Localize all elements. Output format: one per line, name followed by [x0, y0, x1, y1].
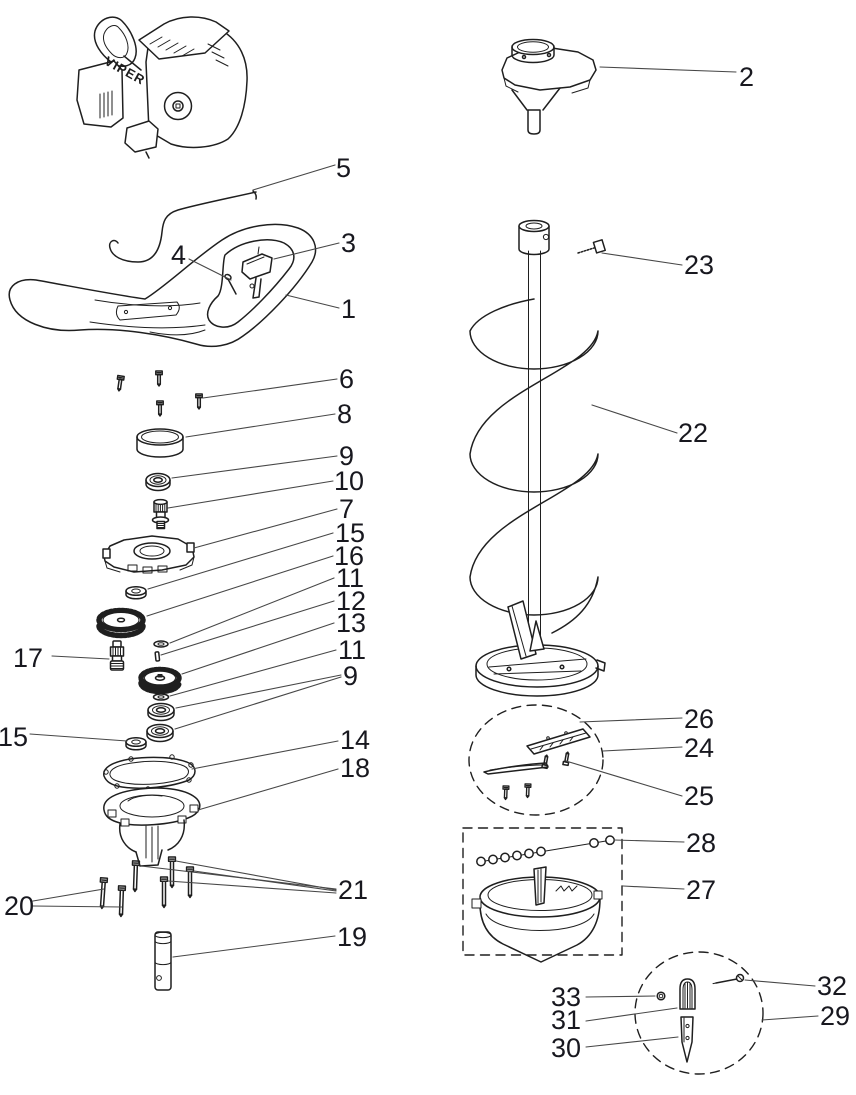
point-nut-drawing: [656, 991, 666, 1001]
callout-26: 26: [684, 704, 714, 734]
drive-gear-drawing: [138, 666, 182, 695]
flat-washer-a-drawing: [153, 640, 169, 648]
callout-8: 8: [337, 399, 352, 429]
throttle-switch-drawing: [241, 246, 273, 299]
callout-3: 3: [341, 228, 356, 258]
gear-head-drawing: [501, 38, 597, 135]
point-kit-drawing: [634, 951, 764, 1075]
callout-15a: 15: [335, 518, 365, 548]
callout-6: 6: [339, 364, 354, 394]
callout-31: 31: [551, 1005, 581, 1035]
callout-13: 13: [336, 608, 366, 638]
callout-21: 21: [338, 875, 368, 905]
callout-1: 1: [341, 294, 356, 324]
callout-14: 14: [340, 725, 370, 755]
roll-pin-drawing: [154, 651, 161, 662]
callout-20: 20: [4, 891, 34, 921]
callout-12: 12: [336, 586, 366, 616]
callout-19: 19: [337, 922, 367, 952]
auger-bolt-drawing: [577, 239, 606, 254]
housing-bolts-drawing: [97, 877, 127, 918]
callout-17: 17: [13, 643, 43, 673]
callout-23: 23: [684, 250, 714, 280]
output-shaft-drawing: [154, 931, 172, 991]
ball-bearing-b-drawing: [146, 723, 174, 743]
blade-guard-drawing: [471, 866, 603, 963]
gasket-drawing: [103, 754, 196, 792]
callout-16: 16: [334, 541, 364, 571]
point-screw-drawing: [712, 973, 745, 985]
flat-washer-b-drawing: [152, 693, 170, 701]
callout-24: 24: [684, 733, 714, 763]
callout-28: 28: [686, 828, 716, 858]
callout-5: 5: [336, 153, 351, 183]
engine-drawing: VIPER: [76, 16, 248, 159]
callout-18: 18: [340, 753, 370, 783]
point-cap-drawing: [679, 978, 696, 1010]
blade-kit-drawing: [468, 704, 604, 816]
auger-drawing: [469, 219, 606, 697]
callout-25: 25: [684, 781, 714, 811]
callout-22: 22: [678, 418, 708, 448]
pinion-shaft-drawing: [151, 498, 170, 530]
gearcase-upper-drawing: [102, 535, 195, 574]
handlebar-drawing: [8, 223, 317, 348]
throttle-wire-drawing: [108, 190, 257, 263]
callout-15b: 15: [0, 722, 28, 752]
callout-labels: 5 3 4 1 2 6 8 9 10 7 15 16 11 12 13 11 9…: [0, 62, 850, 1063]
callout-27: 27: [686, 875, 716, 905]
thrust-washer-a-drawing: [125, 585, 147, 600]
callout-32: 32: [817, 971, 847, 1001]
callout-11a: 11: [336, 563, 364, 593]
callout-33: 33: [551, 982, 581, 1012]
callout-2: 2: [739, 62, 754, 92]
clutch-shaft-drawing: [109, 640, 125, 671]
callout-7: 7: [339, 494, 354, 524]
callout-29: 29: [820, 1001, 850, 1031]
callout-11b: 11: [338, 635, 366, 665]
ball-bearing-a-drawing: [147, 702, 175, 722]
callout-30: 30: [551, 1033, 581, 1063]
main-gear-drawing: [96, 607, 146, 639]
callout-9b: 9: [343, 661, 358, 691]
blade-guard-kit-drawing: [462, 827, 623, 963]
point-blade-drawing: [680, 1016, 694, 1063]
cover-screws-drawing: [114, 370, 203, 417]
leader-lines: [29, 66, 819, 1048]
callout-4: 4: [171, 240, 186, 270]
callout-9a: 9: [339, 441, 354, 471]
retainer-chain-drawing: [476, 835, 615, 867]
bearing-cup-drawing: [136, 428, 184, 458]
ball-bearing-top-drawing: [145, 472, 171, 492]
callout-10: 10: [334, 466, 364, 496]
thrust-washer-b-drawing: [125, 736, 147, 751]
switch-screw-drawing: [224, 273, 237, 295]
gearcase-lower-drawing: [103, 787, 201, 867]
